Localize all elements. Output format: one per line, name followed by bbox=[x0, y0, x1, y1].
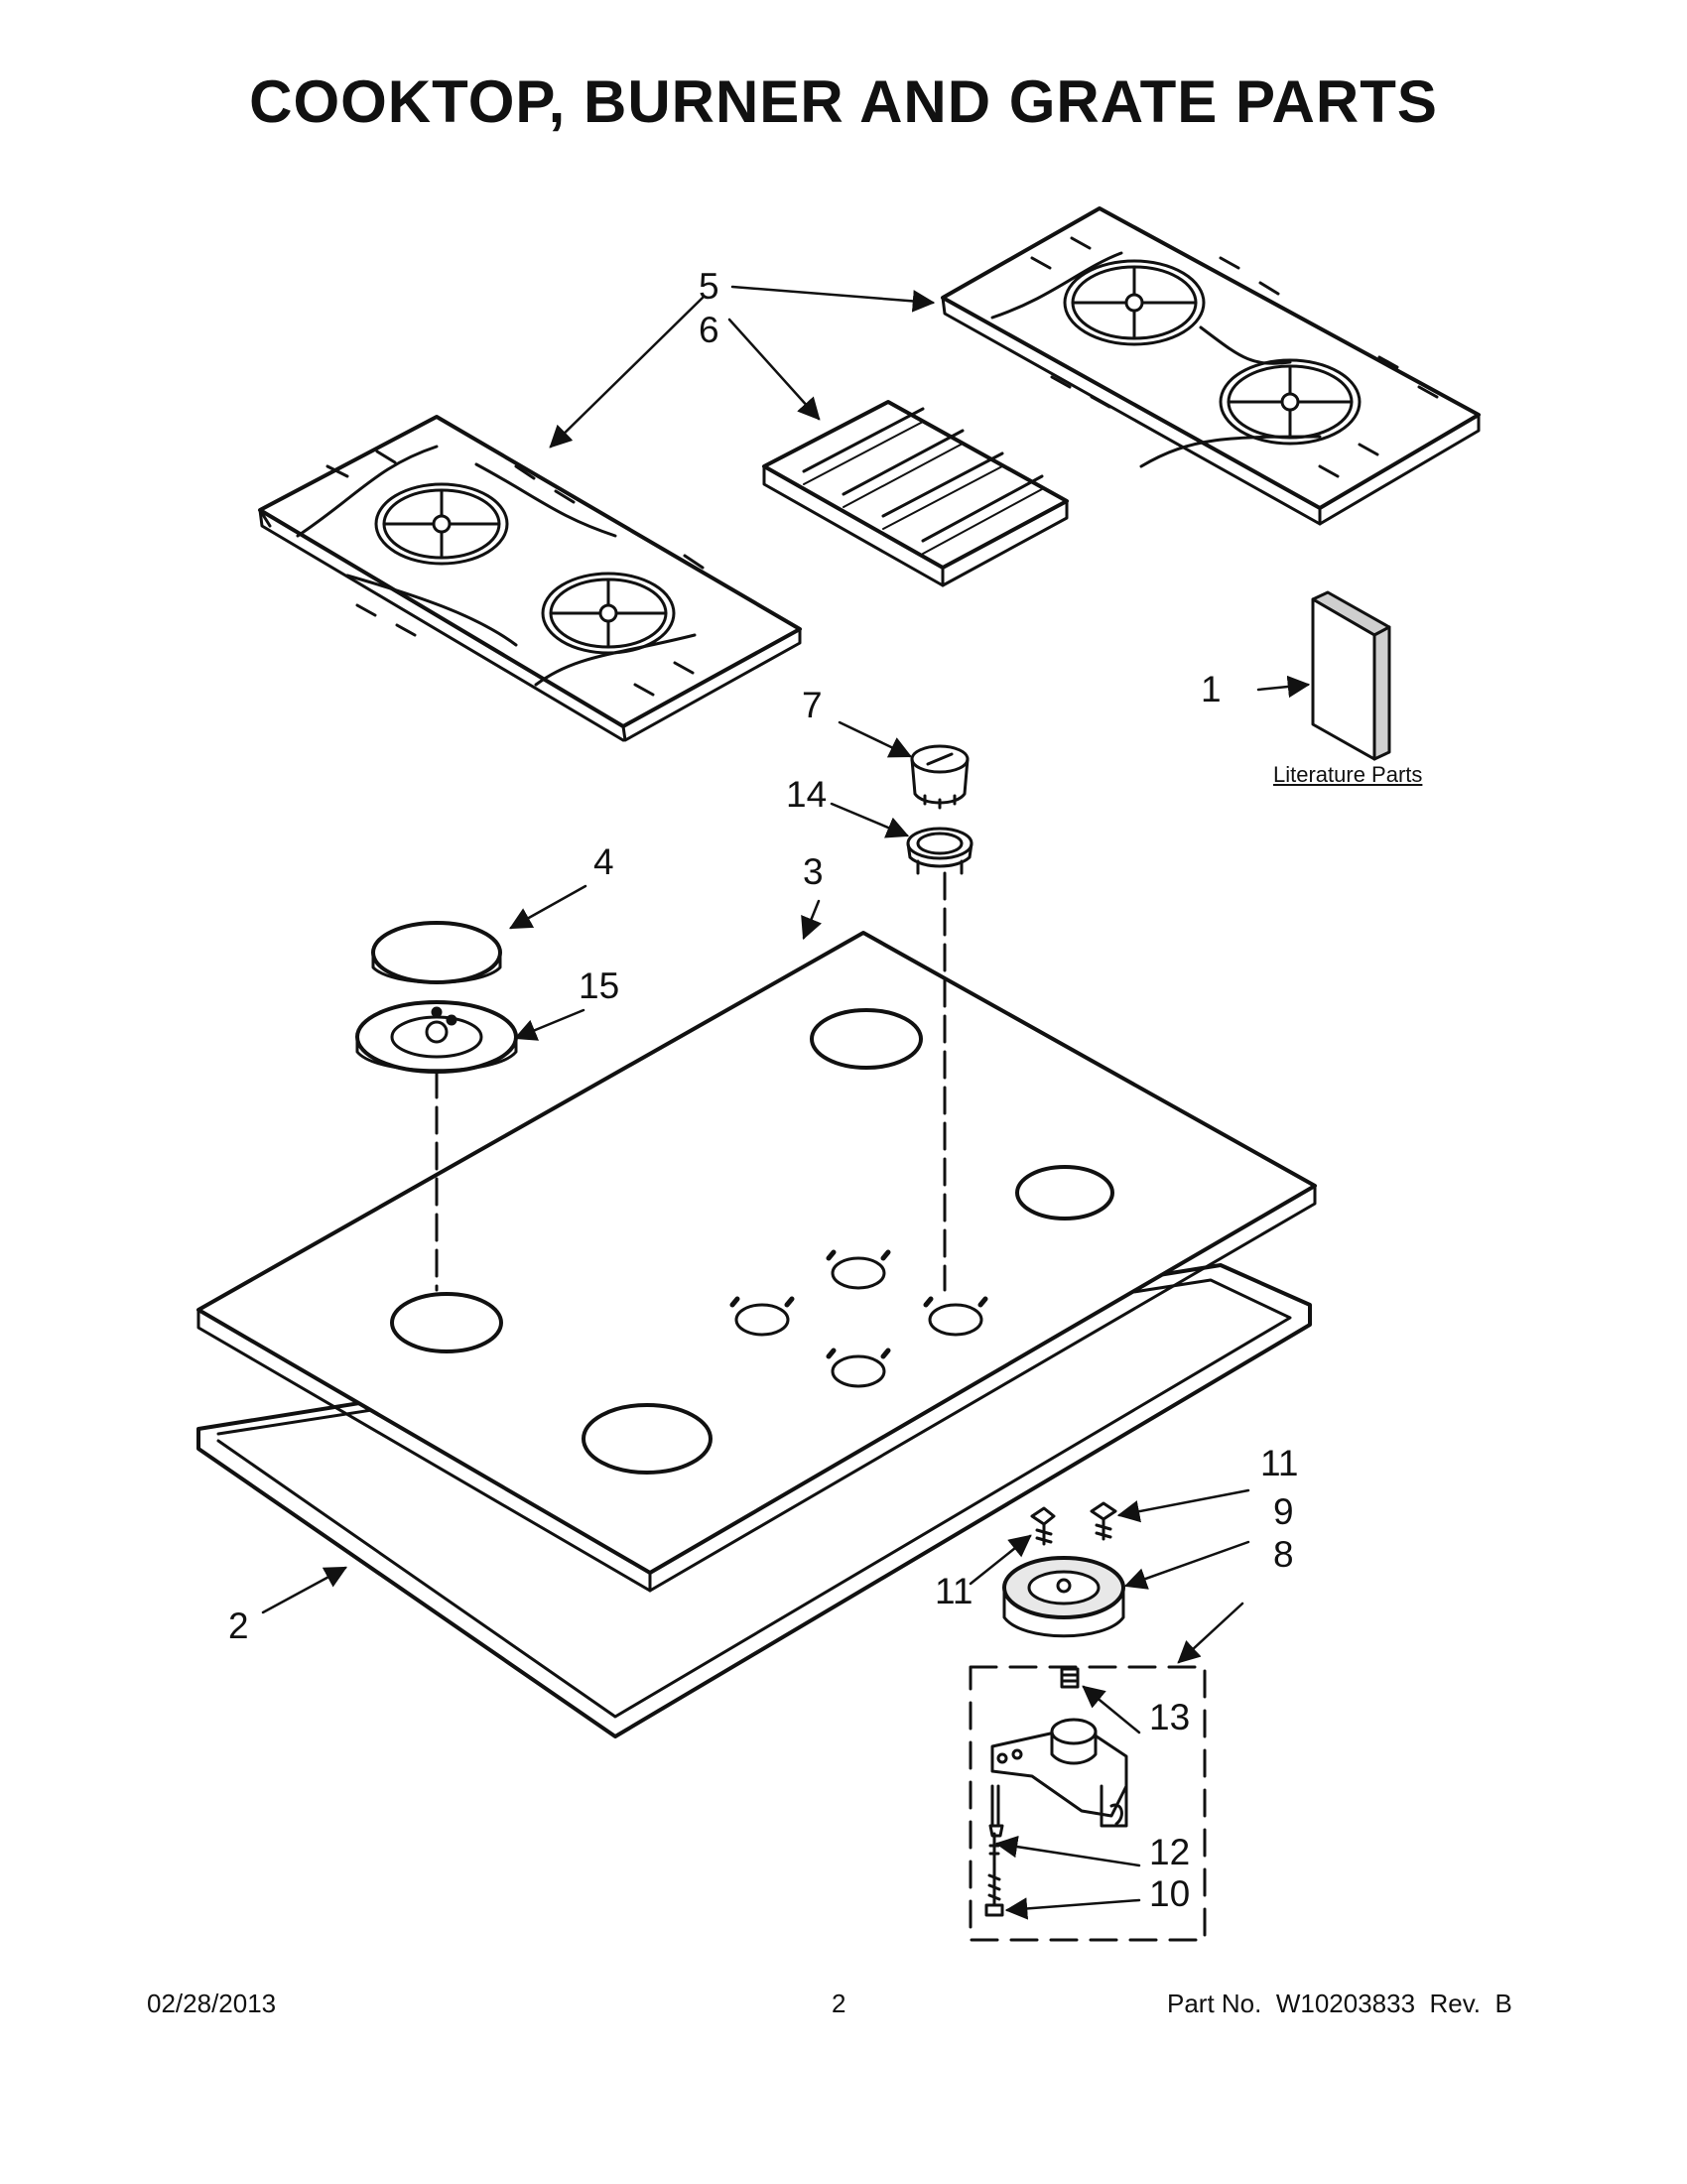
burner-head bbox=[1002, 1556, 1125, 1638]
callout-1: 1 bbox=[1201, 669, 1222, 709]
callout-5: 5 bbox=[699, 266, 719, 307]
center-grate bbox=[762, 400, 1069, 587]
callout-13: 13 bbox=[1149, 1697, 1191, 1737]
footer-part-number: Part No. W10203833 Rev. B bbox=[1167, 1989, 1512, 2018]
callout-11b: 11 bbox=[1260, 1443, 1299, 1483]
orifice-13 bbox=[1060, 1667, 1080, 1689]
leader-arrows bbox=[261, 285, 1311, 1920]
callout-11a: 11 bbox=[935, 1571, 973, 1611]
literature-book bbox=[1311, 590, 1391, 761]
burner-cap bbox=[371, 921, 502, 984]
callout-4: 4 bbox=[593, 841, 614, 882]
knob-bezel bbox=[906, 827, 973, 875]
cooktop-glass bbox=[196, 931, 1317, 1593]
callout-8: 8 bbox=[1273, 1534, 1294, 1575]
callout-7: 7 bbox=[802, 685, 823, 725]
page-title: COOKTOP, BURNER AND GRATE PARTS bbox=[249, 68, 1438, 135]
burner-base bbox=[355, 1000, 518, 1074]
burner-assembly bbox=[988, 1718, 1128, 1838]
right-grate bbox=[941, 206, 1481, 526]
screw-11a bbox=[1030, 1506, 1056, 1546]
screw-10 bbox=[984, 1863, 1004, 1917]
left-grate bbox=[258, 415, 802, 742]
literature-parts-label: Literature Parts bbox=[1273, 762, 1423, 787]
callout-10: 10 bbox=[1149, 1873, 1191, 1914]
electrode-12 bbox=[988, 1832, 1000, 1867]
footer-date: 02/28/2013 bbox=[147, 1989, 277, 2018]
screw-11b bbox=[1090, 1501, 1117, 1541]
callout-12: 12 bbox=[1149, 1832, 1191, 1872]
callout-2: 2 bbox=[228, 1606, 249, 1646]
callout-15: 15 bbox=[579, 965, 620, 1006]
burner-assembly-box bbox=[969, 1665, 1207, 1942]
callout-14: 14 bbox=[786, 774, 828, 815]
callout-9: 9 bbox=[1273, 1491, 1294, 1532]
footer-page-number: 2 bbox=[832, 1989, 846, 2018]
control-knob bbox=[910, 744, 970, 810]
callout-3: 3 bbox=[803, 851, 824, 892]
callout-6: 6 bbox=[699, 310, 719, 350]
